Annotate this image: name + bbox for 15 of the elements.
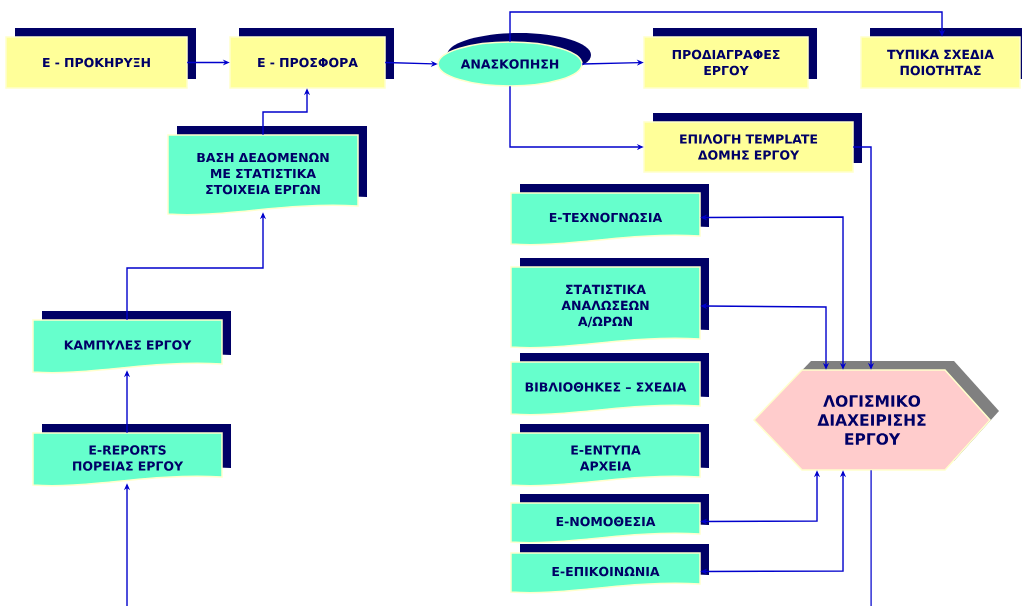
document-box: ΒΙΒΛΙΟΘΗΚΕΣ – ΣΧΕΔΙΑ <box>510 353 709 416</box>
process-box: ΠΡΟΔΙΑΓΡΑΦΕΣ ΕΡΓΟΥ <box>643 28 817 89</box>
arrow <box>509 11 946 43</box>
process-box: ΕΠΙΛΟΓΗ TEMPLATE ΔΟΜΗΣ ΕΡΓΟΥ <box>643 113 862 173</box>
process-box: ΤΥΠΙΚΑ ΣΧΕΔΙΑ ΠΟΙΟΤΗΤΑΣ <box>860 28 1022 89</box>
document-box: ΣΤΑΤΙΣΤΙΚΑ ΑΝΑΛΩΣΕΩΝ Α/ΩΡΩΝ <box>510 258 709 349</box>
document-box: Ε-ΤΕΧΝΟΓΝΩΣΙΑ <box>510 184 709 246</box>
process-box: Ε - ΠΡΟΣΦΟΡΑ <box>229 28 394 89</box>
document-box: ΚΑΜΠΥΛΕΣ ΕΡΓΟΥ <box>32 311 231 374</box>
document-box: Ε-ΕΝΤΥΠΑ ΑΡΧΕΙΑ <box>510 424 709 487</box>
document-box: Ε-ΝΟΜΟΘΕΣΙΑ <box>510 494 709 544</box>
process-box: Ε - ΠΡΟΚΗΡΥΞΗ <box>5 28 196 89</box>
document-box: ΒΑΣΗ ΔΕΔΟΜΕΝΩΝ ΜΕ ΣΤΑΤΙΣΤΙΚΑ ΣΤΟΙΧΕΙΑ ΕΡΓΩΝ <box>167 126 367 216</box>
document-box: E-REPORTS ΠΟΡΕΙΑΣ ΕΡΓΟΥ <box>32 424 231 487</box>
document-box: Ε-ΕΠΙΚΟΙΝΩΝΙΑ <box>510 544 709 594</box>
